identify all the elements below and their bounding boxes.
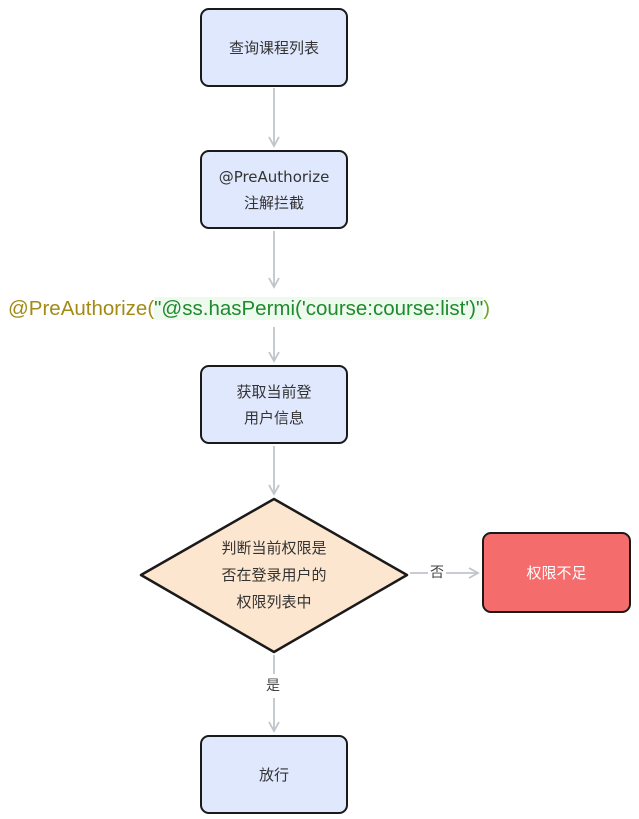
node-allow-text: 放行 xyxy=(258,765,289,784)
node-get-user-line2: 用户信息 xyxy=(243,408,304,427)
node-denied: 权限不足 xyxy=(482,532,631,613)
code-annotation: @PreAuthorize("@ss.hasPermi('course:cour… xyxy=(8,294,490,324)
node-decision-line2: 否在登录用户的 xyxy=(221,566,327,584)
node-query-courses-text: 查询课程列表 xyxy=(228,38,319,57)
node-denied-text: 权限不足 xyxy=(526,563,587,582)
edge-label-yes: 是 xyxy=(264,674,282,698)
node-preauthorize-line1: @PreAuthorize xyxy=(218,167,330,186)
node-preauthorize-line2: 注解拦截 xyxy=(243,193,304,212)
decision-diamond xyxy=(139,497,409,654)
node-preauthorize: @PreAuthorize 注解拦截 xyxy=(200,150,348,229)
node-decision-line3: 权限列表中 xyxy=(236,593,312,611)
node-decision: 判断当前权限是 否在登录用户的 权限列表中 xyxy=(140,498,408,653)
code-annotation-prefix: @PreAuthorize( xyxy=(8,297,155,320)
code-annotation-suffix: ) xyxy=(483,297,491,320)
node-get-user-line1: 获取当前登 xyxy=(236,382,312,401)
node-get-user: 获取当前登 用户信息 xyxy=(200,365,348,444)
edge-label-no: 否 xyxy=(428,564,446,582)
node-decision-line1: 判断当前权限是 xyxy=(221,539,327,557)
node-allow: 放行 xyxy=(200,735,348,814)
code-annotation-string: "@ss.hasPermi('course:course:list')" xyxy=(154,297,484,320)
node-query-courses: 查询课程列表 xyxy=(200,8,348,87)
